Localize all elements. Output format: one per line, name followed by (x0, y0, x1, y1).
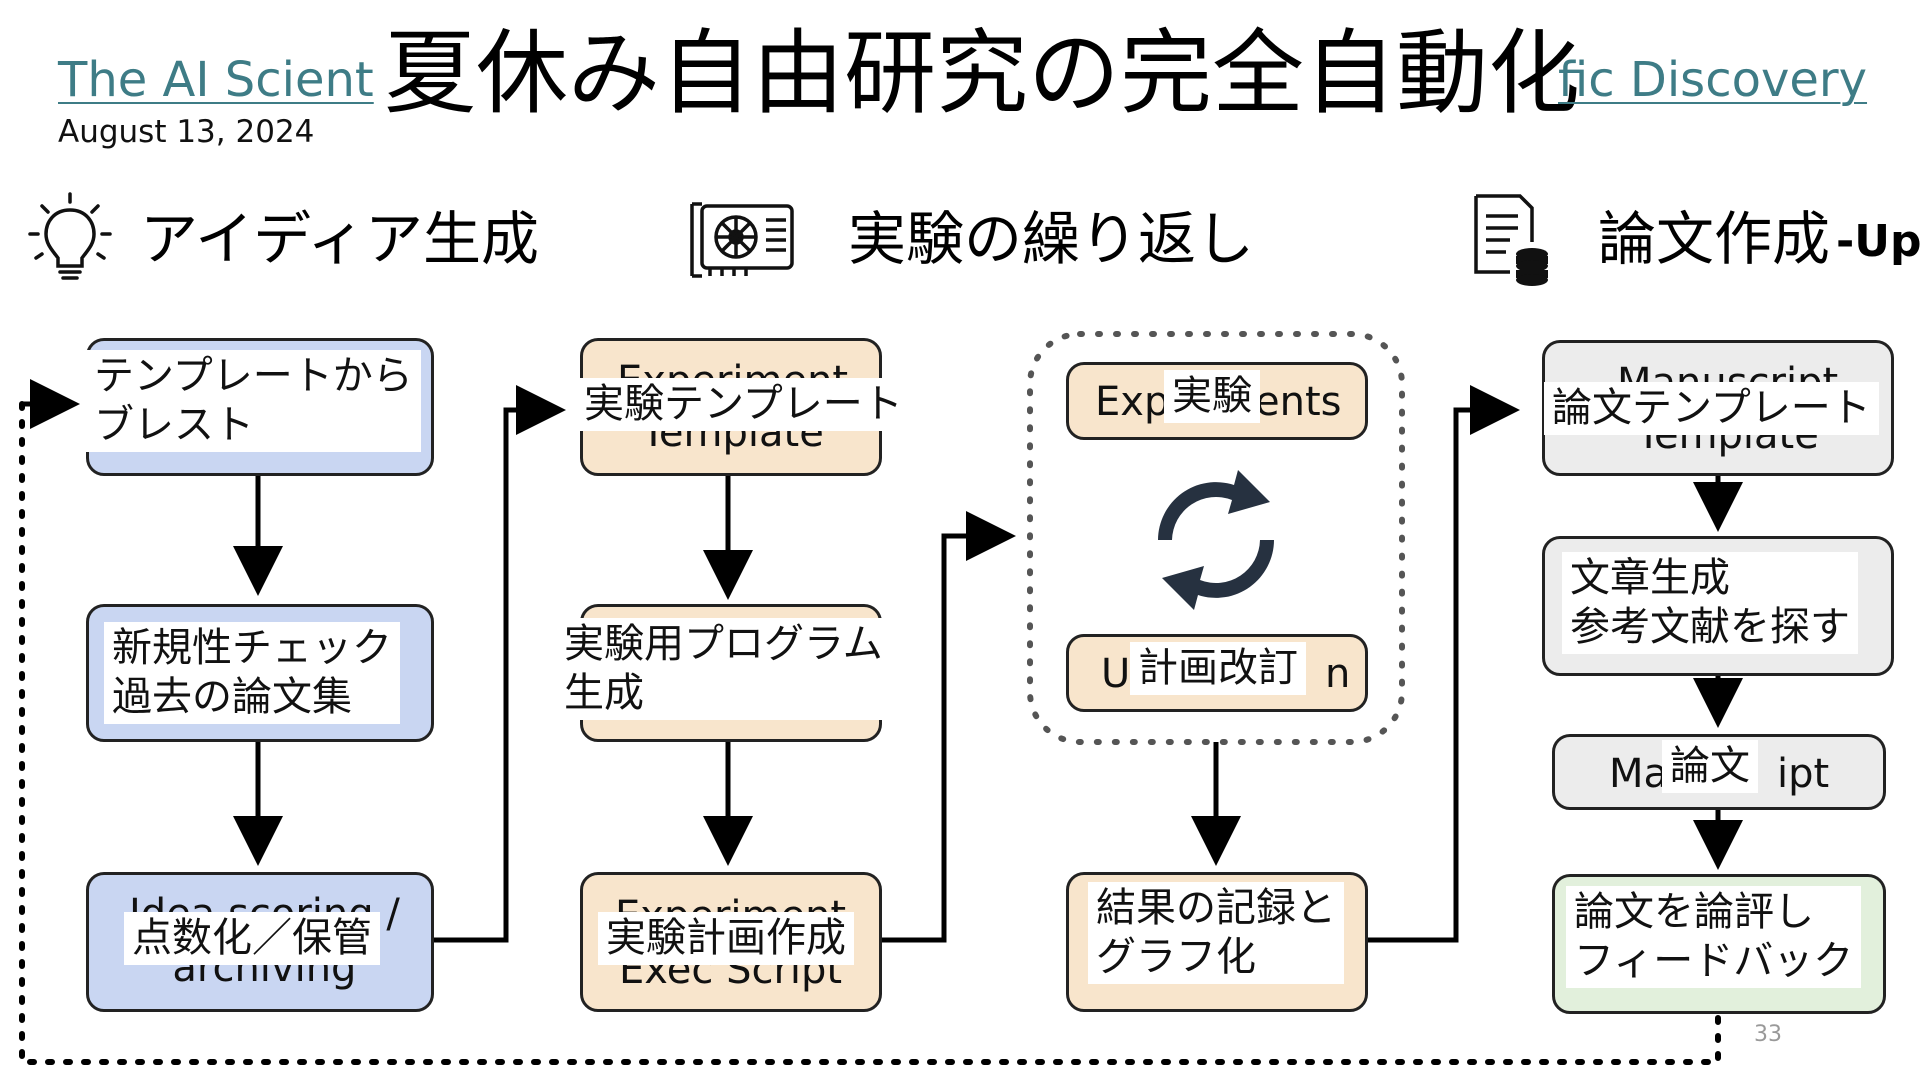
document-database-icon (1474, 194, 1548, 286)
header-link-left[interactable]: The AI Scient (58, 52, 374, 108)
code-generation-label: 実験用プログラム 生成 (556, 618, 891, 720)
section-idea-label: アイディア生成 (140, 205, 540, 273)
section-experiment-label: 実験の繰り返し (848, 205, 1255, 273)
header-link-right[interactable]: fic Discovery (1558, 52, 1868, 108)
experiments-label: 実験 (1164, 370, 1260, 423)
date-label: August 13, 2024 (58, 114, 315, 150)
idea-brainstorm-label: テンプレートから ブレスト (86, 350, 421, 452)
refresh-cycle-icon (1158, 470, 1274, 610)
plan-revision-english-left: U (1101, 651, 1131, 697)
manuscript-template-label: 論文テンプレート (1544, 382, 1879, 435)
results-label: 結果の記録と グラフ化 (1088, 882, 1344, 984)
experiments-english-right: ents (1255, 379, 1342, 425)
plan-revision-label: 計画改訂 (1130, 642, 1306, 695)
idea-scoring-label: 点数化／保管 (124, 912, 380, 965)
section-paper-suffix: -Up (1836, 216, 1920, 267)
section-paper-label: 論文作成 (1598, 205, 1831, 273)
page-title: 夏休み自由研究の完全自動化 (384, 20, 1581, 127)
manuscript-label: 論文 (1662, 740, 1758, 793)
review-label: 論文を論評し フィードバック (1566, 886, 1862, 988)
manuscript-english-left: Ma (1609, 751, 1669, 797)
experiment-template-label: 実験テンプレート (576, 378, 911, 431)
gpu-card-icon (690, 202, 794, 278)
plan-revision-english-right: n (1325, 651, 1351, 697)
lightbulb-icon (28, 192, 112, 280)
writing-label: 文章生成 参考文献を探す (1562, 552, 1858, 654)
manuscript-english-right: ipt (1777, 751, 1830, 797)
experiments-english-left: Exp (1095, 379, 1170, 425)
experiment-plan-label: 実験計画作成 (598, 912, 854, 965)
novelty-check-label: 新規性チェック 過去の論文集 (104, 622, 400, 724)
page-number: 33 (1754, 1022, 1782, 1047)
